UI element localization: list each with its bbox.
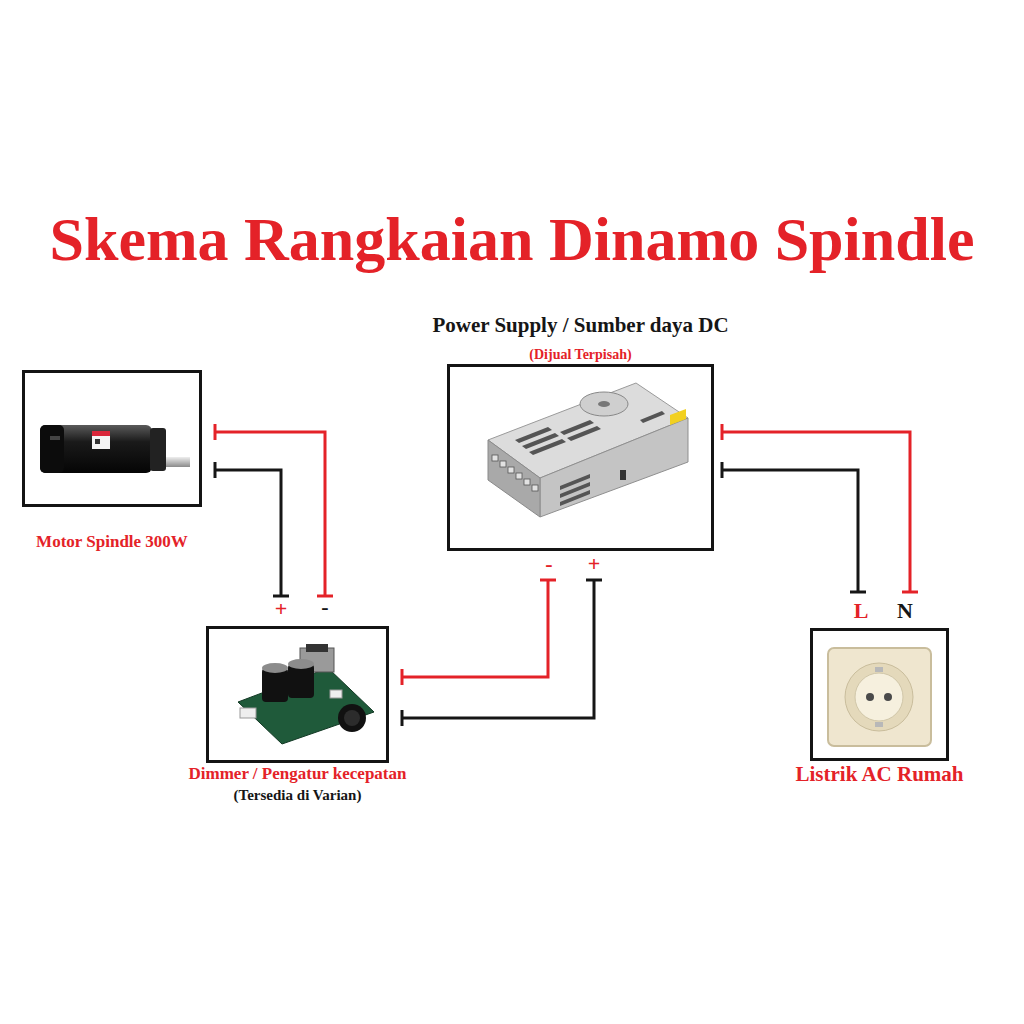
component-name: Listrik AC Rumah xyxy=(795,762,963,786)
wire xyxy=(215,432,325,596)
power-supply-box: Power Supply / Sumber daya DC(Dijual Ter… xyxy=(447,364,714,551)
diagram-title: Skema Rangkaian Dinamo Spindle xyxy=(0,205,1024,273)
terminal-label: + xyxy=(588,553,601,575)
wire-terminal xyxy=(214,462,217,478)
wire-terminal xyxy=(721,424,724,440)
component-name: Dimmer / Pengatur kecepatan xyxy=(189,764,407,784)
wire-terminal xyxy=(401,669,404,685)
component-note: (Tersedia di Varian) xyxy=(234,787,362,804)
component-note: (Dijual Terpisah) xyxy=(529,347,631,363)
terminal-label: + xyxy=(275,598,288,620)
socket-box: Listrik AC Rumah xyxy=(810,628,949,761)
motor-picture xyxy=(40,425,190,473)
dimmer-picture xyxy=(238,644,374,744)
wire xyxy=(215,470,281,596)
power-supply-picture xyxy=(488,383,688,517)
wire-terminal xyxy=(902,591,918,594)
terminal-label: - xyxy=(321,596,328,618)
socket-picture xyxy=(828,648,931,746)
wire xyxy=(402,580,594,718)
wire-terminal xyxy=(850,591,866,594)
wire xyxy=(402,580,548,677)
component-name: Power Supply / Sumber daya DC xyxy=(432,313,728,337)
motor-box: Motor Spindle 300W xyxy=(22,370,202,507)
wire-terminal xyxy=(540,579,556,582)
component-name: Motor Spindle 300W xyxy=(36,532,188,552)
terminal-label: N xyxy=(897,600,913,622)
wire-terminal xyxy=(214,424,217,440)
dimmer-box: Dimmer / Pengatur kecepatan(Tersedia di … xyxy=(206,626,389,763)
terminal-label: L xyxy=(854,600,869,622)
wire-terminal xyxy=(721,462,724,478)
wire xyxy=(722,432,910,592)
terminal-label: - xyxy=(545,553,552,575)
wire-terminal xyxy=(401,710,404,726)
wire-terminal xyxy=(586,579,602,582)
wire xyxy=(722,470,858,592)
